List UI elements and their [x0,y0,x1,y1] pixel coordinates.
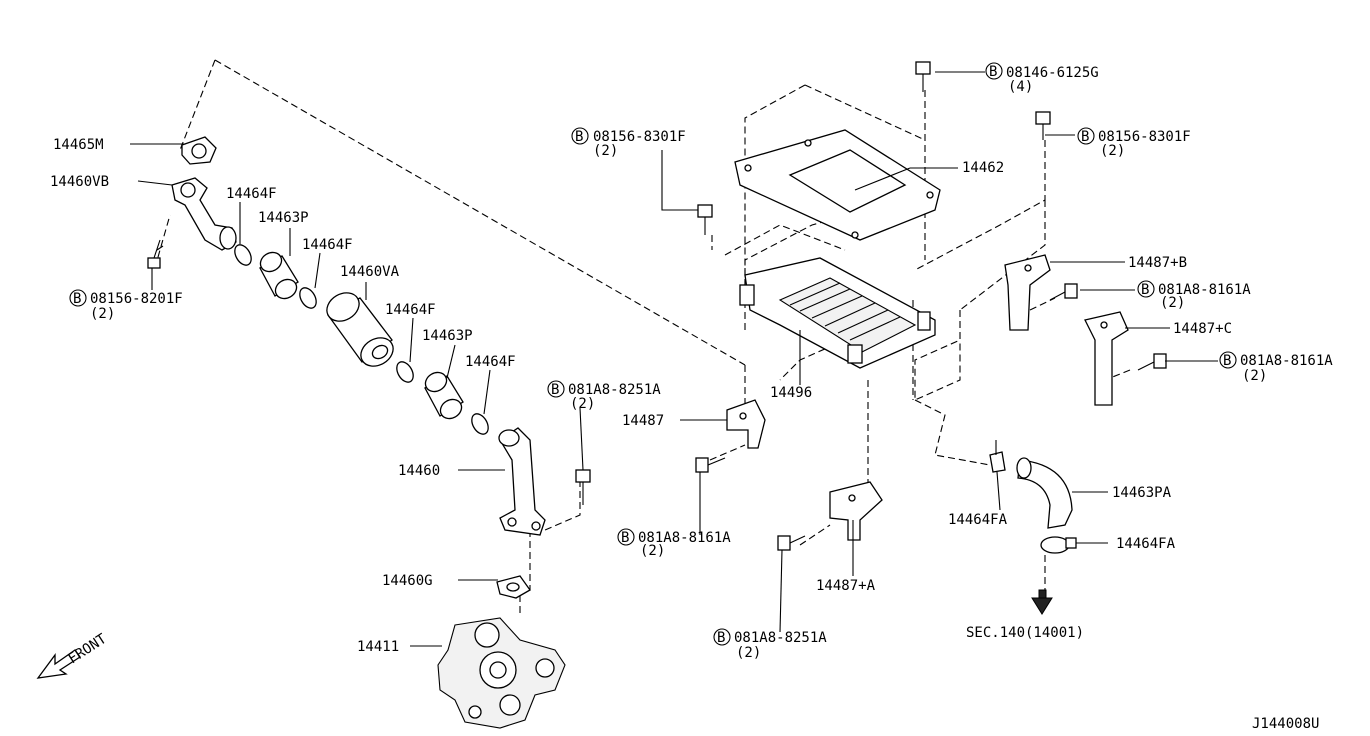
cover-14462 [734,129,941,241]
gasket-14465M [181,136,217,165]
bolt-code-b5: 081A8-8161A [1158,282,1251,298]
label-14464F-1: 14464F [226,186,277,202]
diagram-id: J144008U [1252,716,1319,732]
label-14464FA-2: 14464FA [1116,536,1176,552]
bracket-14487-C [1084,311,1129,406]
bolt-code-b3: 08156-8301F [1098,129,1191,145]
bolt-drawings [575,61,1167,551]
bolt-marker-b9: B [717,630,725,646]
intercooler-14496 [739,257,936,369]
bolt-code-b9: 081A8-8251A [734,630,827,646]
part-labels: 14465M 14460VB 14464F 14463P 14464F 1446… [50,137,1319,732]
bolt-code-b6: 081A8-8161A [1240,353,1333,369]
label-14463P-2: 14463P [422,328,473,344]
label-14462: 14462 [962,160,1004,176]
bolt-code-b2: 08156-8301F [593,129,686,145]
bolt-code-b7: 081A8-8251A [568,382,661,398]
bolt-code-b1: 08146-6125G [1006,65,1099,81]
label-14487-B: 14487+B [1128,255,1187,271]
label-14464F-3: 14464F [385,302,436,318]
bolt-marker-b4: B [73,291,81,307]
section-reference: SEC.140(14001) [966,625,1084,641]
section-arrow [1031,589,1053,615]
label-14463P-1: 14463P [258,210,309,226]
bolt-qty-b6: (2) [1242,368,1267,384]
label-14464F-2: 14464F [302,237,353,253]
label-14465M: 14465M [53,137,104,153]
clamp-14464F-1 [234,244,252,266]
pipe-14460VB [171,177,237,251]
label-14460VA: 14460VA [340,264,400,280]
hose-14463P-2 [424,371,464,420]
bolt-qty-b3: (2) [1100,143,1125,159]
bolt-marker-b7: B [551,382,559,398]
bolt-marker-b5: B [1141,282,1149,298]
bolt-08156-8201F [147,239,164,269]
gasket-14460G [496,575,531,599]
bracket-14487-B [1004,254,1051,331]
label-14460G: 14460G [382,573,433,589]
pipe-14460 [498,427,546,536]
clamp-14464F-4 [471,413,489,435]
clamp-14464FA-1 [989,440,1006,473]
bracket-14487-A [829,481,883,541]
label-14487-A: 14487+A [816,578,876,594]
bolt-qty-b7: (2) [570,396,595,412]
bolt-qty-b2: (2) [593,143,618,159]
bolt-callouts: B 08146-6125G (4) B 08156-8301F (2) B 08… [69,62,1333,661]
label-14487-C: 14487+C [1173,321,1232,337]
label-14464FA-1: 14464FA [948,512,1008,528]
bolt-marker-b6: B [1223,353,1231,369]
clamp-14464FA-2 [1040,536,1077,554]
label-14411: 14411 [357,639,399,655]
label-14496: 14496 [770,385,812,401]
label-14460: 14460 [398,463,440,479]
bolt-code-b8: 081A8-8161A [638,530,731,546]
bolt-marker-b8: B [621,530,629,546]
clamp-14464F-2 [299,287,317,309]
turbocharger-14411 [437,617,566,729]
label-14487: 14487 [622,413,664,429]
label-14460VB: 14460VB [50,174,109,190]
resonator-14460VA [326,292,394,367]
hose-14463P-1 [259,251,299,300]
hose-14463PA [1016,457,1073,529]
bracket-14487 [726,399,766,449]
bolt-code-b4: 08156-8201F [90,291,183,307]
bolt-qty-b5: (2) [1160,295,1185,311]
bolt-qty-b4: (2) [90,306,115,322]
bolt-qty-b9: (2) [736,645,761,661]
label-14463PA: 14463PA [1112,485,1172,501]
bolt-marker-b1: B [989,64,997,80]
label-14464F-4: 14464F [465,354,516,370]
bolt-qty-b1: (4) [1008,79,1033,95]
clamp-14464F-3 [396,361,414,383]
leader-lines [130,71,1218,647]
bolt-marker-b3: B [1081,129,1089,145]
dashed-assembly-lines [154,59,1131,615]
bolt-marker-b2: B [575,129,583,145]
front-arrow-icon [36,649,81,679]
bolt-qty-b8: (2) [640,543,665,559]
front-label: FRONT [65,631,110,668]
